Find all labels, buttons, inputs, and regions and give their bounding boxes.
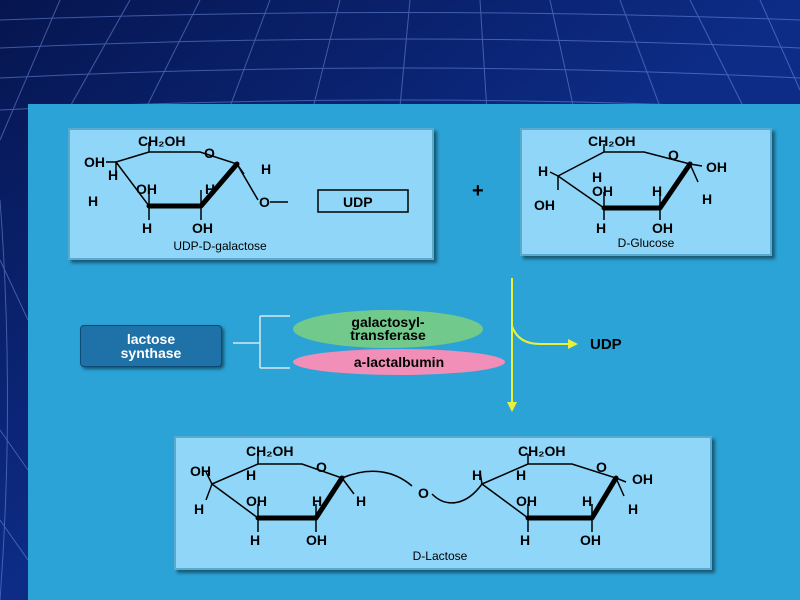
ch2oh-label: CH₂OH xyxy=(246,443,293,459)
udp-galactose-caption: UDP-D-galactose xyxy=(173,239,267,253)
oh-label: OH xyxy=(246,493,267,509)
galactosyl-line-2: transferase xyxy=(350,327,426,343)
h-label: H xyxy=(194,501,204,517)
oh-label: OH xyxy=(306,532,327,548)
h-label: H xyxy=(516,467,526,483)
h-label: H xyxy=(702,191,712,207)
h-label: H xyxy=(250,532,260,548)
synthase-line-2: synthase xyxy=(120,345,182,361)
glucose-structure: CH₂OH O H H OH OH H OH H H OH D-Glucose xyxy=(534,133,727,250)
h-label: H xyxy=(596,220,606,236)
oh-label: OH xyxy=(632,471,653,487)
h-label: H xyxy=(472,467,482,483)
galactosyl-line-1: galactosyl- xyxy=(351,314,425,330)
ring-oxygen-label: O xyxy=(204,145,215,161)
h-label: H xyxy=(142,220,152,236)
glucose-box: CH₂OH O H H OH OH H OH H H OH D-Glucose xyxy=(520,128,772,256)
oh-label: OH xyxy=(516,493,537,509)
ring-oxygen-label: O xyxy=(316,459,327,475)
oh-label: OH xyxy=(136,181,157,197)
ring-oxygen-label: O xyxy=(668,147,679,163)
glucose-caption: D-Glucose xyxy=(618,236,675,250)
oh-label: OH xyxy=(534,197,555,213)
h-label: H xyxy=(582,493,592,509)
lactose-box: CH₂OH O OH H H OH H H H OH O CH₂OH O H H… xyxy=(174,436,712,570)
oh-label: OH xyxy=(84,154,105,170)
oh-label: OH xyxy=(592,183,613,199)
linking-oxygen-label: O xyxy=(259,194,270,210)
lactose-synthase-label: lactose synthase xyxy=(80,325,222,367)
h-label: H xyxy=(205,181,215,197)
udp-galactose-box: CH₂OH O OH H H OH H H OH H O UDP UDP-D-g… xyxy=(68,128,434,260)
h-label: H xyxy=(538,163,548,179)
oh-label: OH xyxy=(190,463,211,479)
h-label: H xyxy=(88,193,98,209)
lactalbumin-oval: a-lactalbumin xyxy=(293,349,505,375)
plus-sign: + xyxy=(472,180,484,202)
oh-label: OH xyxy=(706,159,727,175)
galactosyltransferase-oval: galactosyl- transferase xyxy=(293,310,483,348)
lactose-structure: CH₂OH O OH H H OH H H H OH O CH₂OH O H H… xyxy=(190,443,653,563)
glycosidic-oxygen-label: O xyxy=(418,485,429,501)
ch2oh-label: CH₂OH xyxy=(588,133,635,149)
h-label: H xyxy=(356,493,366,509)
udp-box xyxy=(317,189,409,213)
h-label: H xyxy=(652,183,662,199)
oh-label: OH xyxy=(192,220,213,236)
h-label: H xyxy=(592,169,602,185)
h-label: H xyxy=(246,467,256,483)
ch2oh-label: CH₂OH xyxy=(518,443,565,459)
h-label: H xyxy=(108,167,118,183)
ch2oh-label: CH₂OH xyxy=(138,133,185,149)
oh-label: OH xyxy=(652,220,673,236)
udp-byproduct-label: UDP xyxy=(590,336,622,353)
h-label: H xyxy=(312,493,322,509)
h-label: H xyxy=(628,501,638,517)
udp-label: UDP xyxy=(343,194,373,210)
oh-label: OH xyxy=(580,532,601,548)
synthase-line-1: lactose xyxy=(126,331,176,347)
lactose-caption: D-Lactose xyxy=(413,549,468,563)
udp-galactose-structure: CH₂OH O OH H H OH H H OH H O UDP UDP-D-g… xyxy=(84,133,409,253)
h-label: H xyxy=(520,532,530,548)
ring-oxygen-label: O xyxy=(596,459,607,475)
h-label: H xyxy=(261,161,271,177)
